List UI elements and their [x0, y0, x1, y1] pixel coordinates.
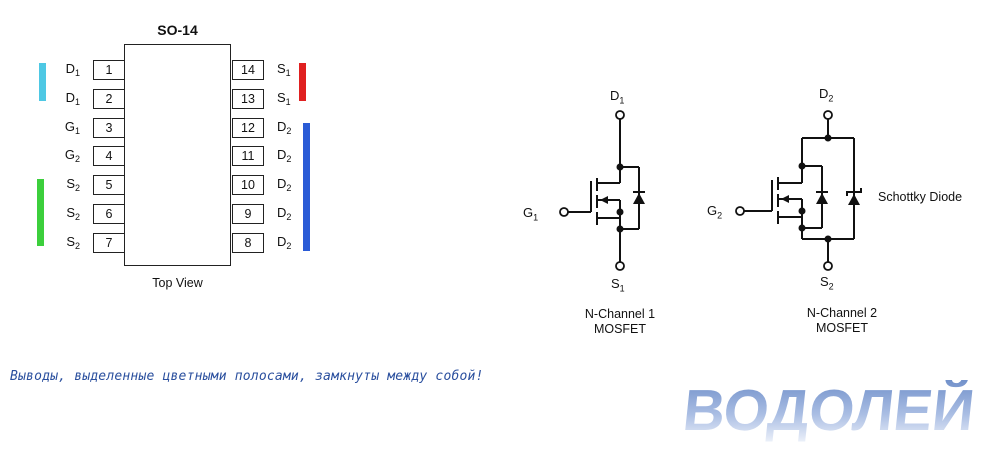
pin-box: 4	[93, 146, 125, 167]
bar-d2	[303, 123, 310, 251]
pin-label: S2	[66, 233, 80, 251]
mosfet1-gate-label: G1	[523, 205, 539, 223]
shorted-pins-note: Выводы, выделенные цветными полосами, за…	[10, 369, 484, 384]
mosfet1-drain-label: D1	[610, 88, 625, 106]
top-view-label: Top View	[152, 276, 203, 290]
pin-label: S2	[66, 205, 80, 222]
vodoley-logo-text: ВОДОЛЕЙ	[682, 380, 978, 443]
pin-label: D2	[277, 233, 292, 251]
pin-label: D1	[65, 89, 80, 107]
mosfet2-caption-line2: MOSFET	[815, 321, 869, 335]
pin-label: D2	[277, 147, 292, 165]
schottky-diode-label: Schottky Diode	[878, 190, 963, 204]
pin-box: 9	[232, 204, 264, 224]
pin-box: 6	[93, 204, 125, 224]
pin-box: 7	[93, 232, 125, 253]
mosfet2-caption-line1: N-Channel 2	[806, 306, 878, 320]
bar-s1	[299, 63, 306, 101]
pin-label: D2	[277, 205, 292, 222]
mosfet2-drain-label: D2	[819, 86, 834, 104]
pin-box: 11	[232, 146, 264, 167]
bar-d1	[39, 63, 46, 101]
mosfet2-source-label: S2	[820, 274, 834, 292]
pin-box: 1	[93, 60, 125, 80]
pin-box: 10	[232, 175, 264, 196]
mosfet1-schematic	[559, 110, 645, 271]
pin-label: S2	[66, 176, 80, 194]
bar-s2	[37, 179, 44, 246]
pin-box: 5	[93, 175, 125, 196]
pin-label: S1	[277, 61, 291, 78]
pin-label: D2	[277, 118, 292, 136]
mosfet2-caption: N-Channel 2 MOSFET	[782, 306, 902, 336]
pin-box: 14	[232, 60, 264, 80]
pin-label: D1	[65, 61, 80, 78]
mosfet1-caption-line2: MOSFET	[593, 322, 647, 336]
mosfet1-caption: N-Channel 1 MOSFET	[560, 307, 680, 337]
mosfet1-caption-line1: N-Channel 1	[584, 307, 656, 321]
mosfet1-source-label: S1	[611, 276, 625, 294]
pin-box: 3	[93, 117, 125, 138]
pin-box: 12	[232, 117, 264, 138]
package-title: SO-14	[157, 22, 198, 38]
pin-box: 8	[232, 232, 264, 253]
vodoley-logo: ВОДОЛЕЙ	[682, 380, 978, 443]
mosfet2-schematic	[735, 110, 862, 271]
pin-label: G2	[64, 147, 80, 165]
pin-label: G1	[64, 118, 80, 136]
pin-box: 2	[93, 88, 125, 109]
pin-label: D2	[277, 176, 292, 194]
pin-box: 13	[232, 88, 264, 109]
mosfet2-gate-label: G2	[707, 203, 723, 221]
pin-label: S1	[277, 89, 291, 107]
ic-package-body	[124, 44, 231, 266]
